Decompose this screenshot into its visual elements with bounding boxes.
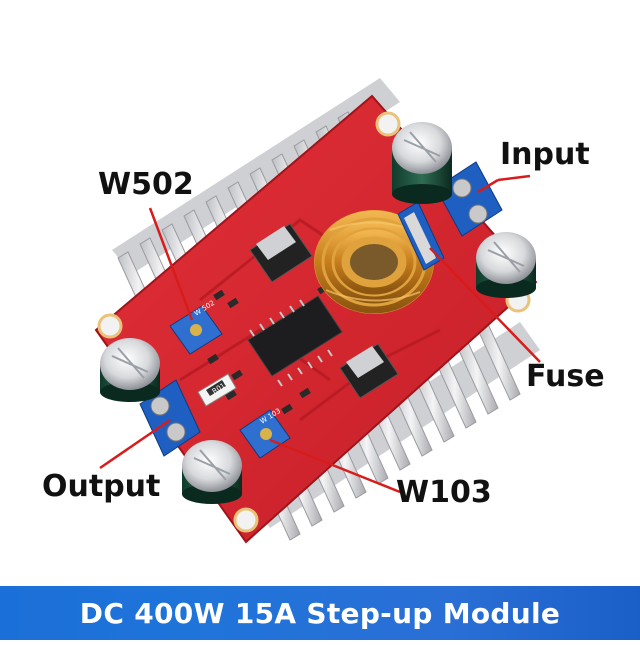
controller-ic xyxy=(247,295,343,387)
shunt-resistor xyxy=(197,373,237,407)
label-input: Input xyxy=(500,137,590,172)
mosfet-top xyxy=(249,223,313,283)
fuse xyxy=(397,201,445,271)
label-w502: W502 xyxy=(98,167,194,202)
input-terminal xyxy=(435,161,503,237)
callout-line-fuse xyxy=(429,247,541,363)
mosfet-bottom xyxy=(339,343,399,399)
label-output: Output xyxy=(42,469,161,504)
callout-line-output xyxy=(99,418,171,470)
callout-lines xyxy=(99,174,541,494)
callout-line-input-ext xyxy=(497,174,531,182)
capacitor-top xyxy=(392,122,452,204)
capacitor-right xyxy=(476,232,536,298)
potentiometer-w103 xyxy=(239,409,291,459)
title-banner: DC 400W 15A Step-up Module xyxy=(0,586,640,640)
callout-line-input xyxy=(477,178,499,194)
label-w103: W103 xyxy=(396,475,492,510)
capacitor-bottom xyxy=(182,440,242,504)
output-terminal xyxy=(139,379,201,457)
callout-line-w103 xyxy=(269,438,401,494)
banner-title: DC 400W 15A Step-up Module xyxy=(79,596,561,630)
capacitor-left xyxy=(100,338,160,402)
potentiometer-w502 xyxy=(169,305,223,355)
label-fuse: Fuse xyxy=(526,359,605,394)
callout-line-w502 xyxy=(148,207,194,321)
